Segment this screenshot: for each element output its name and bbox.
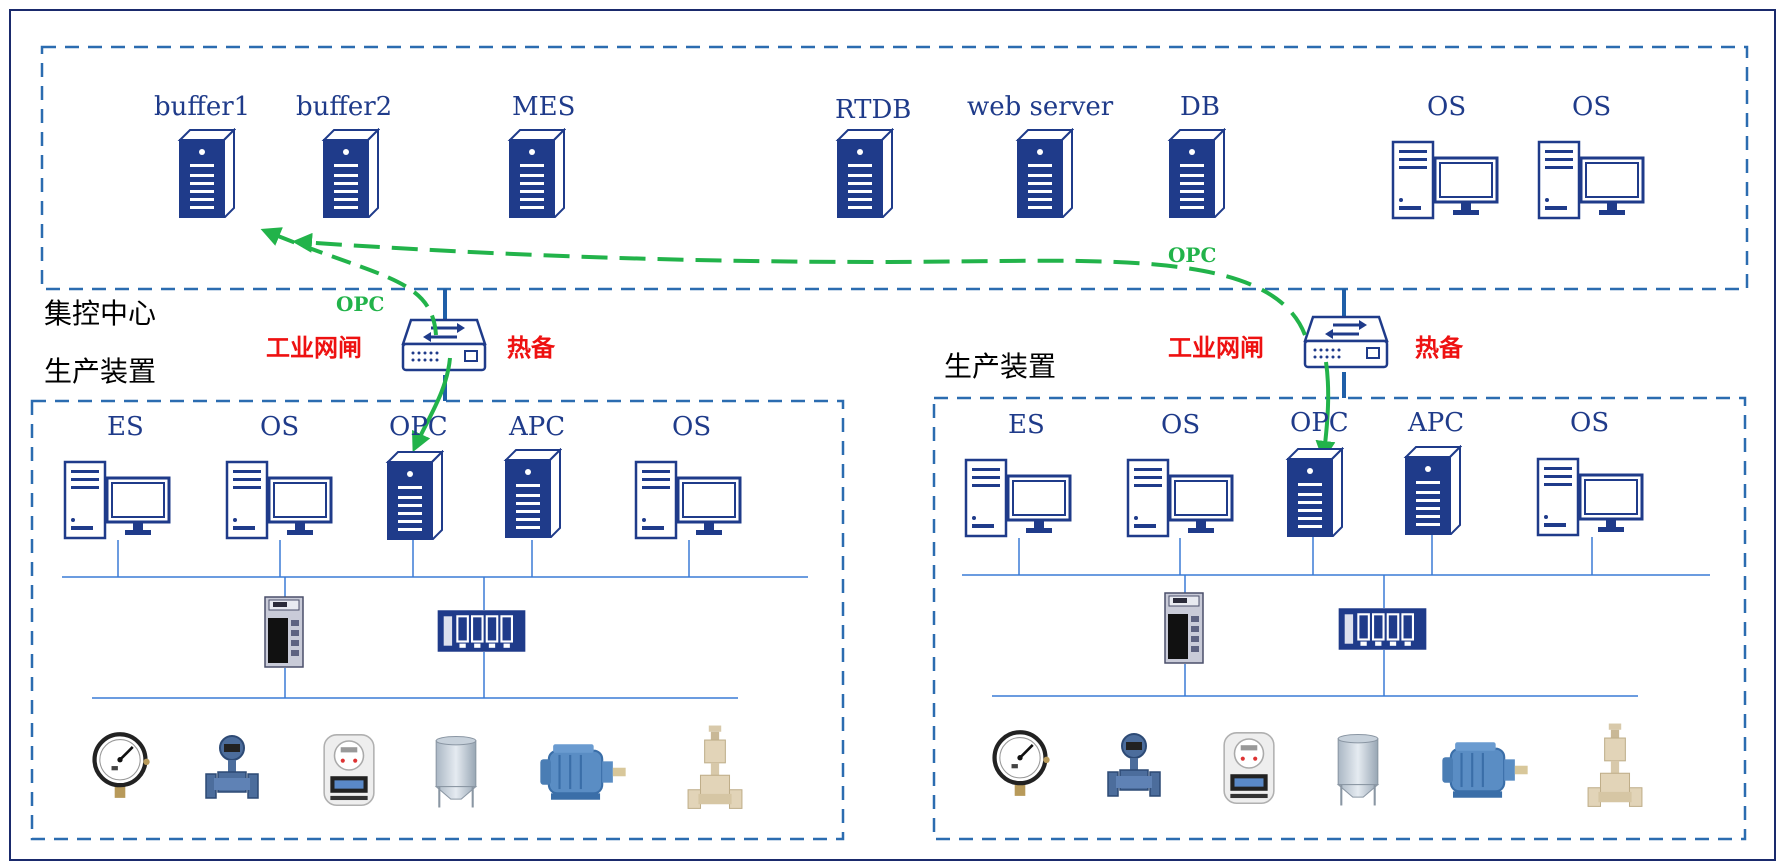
server-icon xyxy=(1169,129,1225,218)
left-device-label-apc: APC xyxy=(508,412,565,442)
server-icon xyxy=(1405,446,1461,535)
cc-device-label-buffer2: buffer2 xyxy=(296,92,392,122)
server-icon xyxy=(1017,129,1073,218)
left-unit-zone xyxy=(30,399,845,841)
server-icon xyxy=(179,129,235,218)
server-icon xyxy=(509,129,565,218)
opc-arrow-right-up xyxy=(292,232,1307,336)
cc-device-label-os-2: OS xyxy=(1572,92,1611,122)
cc-device-label-rtdb: RTDB xyxy=(835,95,911,125)
right-unit-zone xyxy=(932,396,1747,841)
right-opc-label: OPC xyxy=(1168,243,1216,267)
flowmeter-icon xyxy=(204,734,260,800)
tank-icon xyxy=(1337,733,1379,807)
io-rack-icon xyxy=(1338,608,1427,650)
opc-arrow-right-down xyxy=(1315,361,1336,461)
server-icon xyxy=(837,129,893,218)
outer-frame xyxy=(9,9,1776,861)
cc-device-label-db: DB xyxy=(1180,92,1220,122)
flowmeter-icon xyxy=(1106,732,1162,798)
left-device-label-opc: OPC xyxy=(389,412,448,442)
right-gateway-label: 工业网闸 xyxy=(1168,333,1264,362)
io-rack-icon xyxy=(437,610,526,652)
right-device-label-apc: APC xyxy=(1407,408,1464,438)
right-unit-label: 生产装置 xyxy=(944,350,1056,383)
tank-icon xyxy=(435,735,477,809)
workstation-icon xyxy=(225,460,333,540)
router-icon xyxy=(1303,315,1389,369)
controller-icon xyxy=(264,596,304,668)
left-unit-label: 生产装置 xyxy=(44,355,156,388)
workstation-icon xyxy=(1537,140,1645,220)
workstation-icon xyxy=(1536,457,1644,537)
valve-icon xyxy=(687,725,743,809)
left-device-label-es: ES xyxy=(107,412,144,442)
pressure-gauge-icon xyxy=(995,732,1050,796)
right-device-label-es: ES xyxy=(1008,410,1045,440)
right-unit: ES OS OPC APC OS xyxy=(962,408,1710,807)
controller-icon xyxy=(1164,592,1204,664)
cc-device-label-buffer1: buffer1 xyxy=(154,92,250,122)
left-unit: ES OS OPC APC OS xyxy=(62,412,808,809)
left-opc-label: OPC xyxy=(336,292,384,316)
pressure-gauge-icon xyxy=(95,734,150,798)
cc-device-label-web-server: web server xyxy=(967,92,1114,122)
motor-icon xyxy=(1441,741,1529,799)
cc-device-label-mes: MES xyxy=(512,92,575,122)
workstation-icon xyxy=(1391,140,1499,220)
cc-device-label-os-1: OS xyxy=(1427,92,1466,122)
workstation-icon xyxy=(63,460,171,540)
opc-arrow-left-down xyxy=(412,357,452,453)
server-icon xyxy=(505,449,561,538)
left-gateway-label: 工业网闸 xyxy=(266,333,362,362)
control-center-zone xyxy=(40,45,1749,291)
left-device-label-os-1: OS xyxy=(260,412,299,442)
server-icon xyxy=(323,129,379,218)
workstation-icon xyxy=(964,458,1072,538)
right-device-label-os-1: OS xyxy=(1161,410,1200,440)
left-hot-standby-label: 热备 xyxy=(507,333,556,362)
workstation-icon xyxy=(1126,458,1234,538)
right-hot-standby-label: 热备 xyxy=(1415,333,1464,362)
meter-icon xyxy=(323,733,375,807)
router-icon xyxy=(401,318,487,372)
right-device-label-opc: OPC xyxy=(1290,408,1349,438)
valve-icon xyxy=(1587,723,1643,807)
server-icon xyxy=(387,451,443,540)
right-device-label-os-2: OS xyxy=(1570,408,1609,438)
motor-icon xyxy=(539,743,627,801)
workstation-icon xyxy=(634,460,742,540)
meter-icon xyxy=(1223,731,1275,805)
left-device-label-os-2: OS xyxy=(672,412,711,442)
control-center-label: 集控中心 xyxy=(44,297,156,330)
server-icon xyxy=(1287,448,1343,537)
